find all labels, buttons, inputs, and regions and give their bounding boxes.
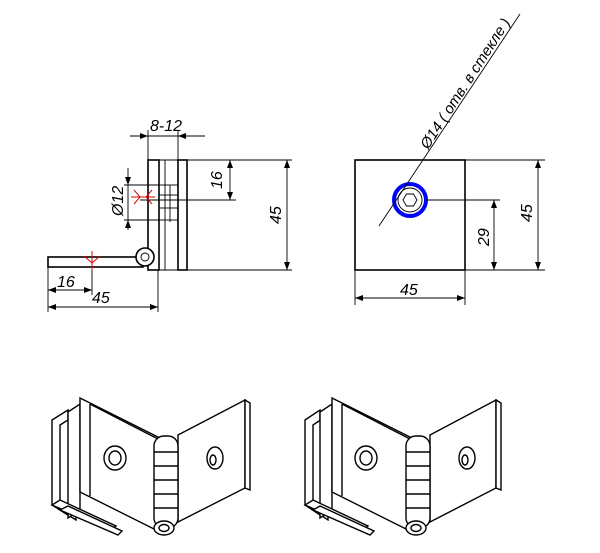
dim-gap-label: 8-12 [150,118,182,135]
side-view: 8-12 Ø12 16 45 16 45 [47,118,292,312]
dim-front-width-label: 45 [400,282,418,299]
dim-hole-height-label: 16 [209,171,226,189]
side-view-inner-plate [177,159,188,271]
dim-side-height-label: 45 [268,206,285,224]
hex-socket-icon [402,193,418,207]
dim-hole-diameter-label: Ø12 [110,186,127,217]
dim-front-height-label: 45 [519,204,536,222]
side-view-leaf [47,256,144,268]
front-view: Ø14 ( отв. в стекле ) 29 45 45 [354,13,545,305]
isometric-view-right [303,396,502,536]
dim-glass-hole-label: Ø14 ( отв. в стекле ) [417,15,515,153]
isometric-view-left [50,396,251,536]
side-view-knuckle [135,247,155,267]
dim-bolt-offset-label: 16 [57,274,75,291]
dim-hole-center-label: 29 [476,228,493,247]
dim-side-width-label: 45 [92,290,110,307]
